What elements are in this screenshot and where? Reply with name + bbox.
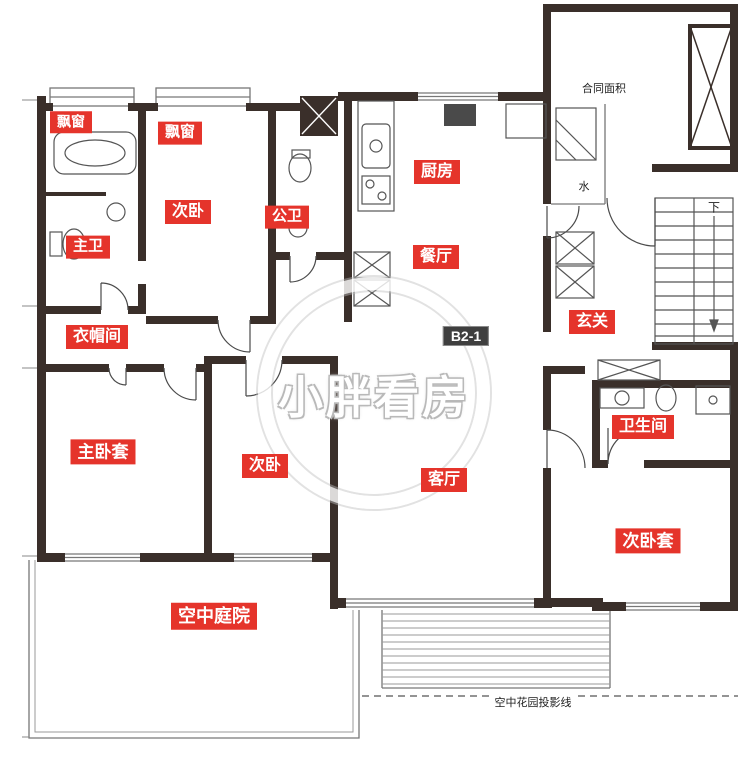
stairs bbox=[654, 197, 734, 345]
room-label-6: 餐厅 bbox=[412, 245, 460, 269]
shaft-cross bbox=[301, 97, 337, 135]
walls bbox=[37, 4, 738, 611]
room-label-11: 客厅 bbox=[420, 468, 468, 492]
room-label-13: 次卧套 bbox=[615, 528, 681, 554]
room-label-1: 飘窗 bbox=[157, 121, 203, 145]
room-label-4: 主卫 bbox=[65, 235, 111, 259]
dimension-ticks bbox=[22, 99, 37, 738]
room-label-0: 飘窗 bbox=[50, 111, 92, 133]
pergola-slats bbox=[382, 613, 610, 685]
room-label-2: 次卧 bbox=[164, 200, 212, 224]
plan-annotation-3: 空中花园投影线 bbox=[491, 694, 575, 710]
room-label-14: 空中庭院 bbox=[171, 602, 257, 630]
room-label-9: 主卧套 bbox=[70, 439, 136, 465]
elevator bbox=[688, 24, 734, 150]
room-label-5: 厨房 bbox=[413, 160, 461, 184]
room-label-3: 公卫 bbox=[264, 205, 310, 229]
room-label-10: 次卧 bbox=[241, 454, 289, 478]
plan-annotation-1: 水 bbox=[578, 181, 590, 193]
unit-number-badge: B2-1 bbox=[442, 326, 490, 346]
fixtures bbox=[49, 100, 731, 415]
room-label-8: 衣帽间 bbox=[65, 325, 129, 349]
room-label-12: 卫生间 bbox=[611, 415, 675, 439]
plan-annotation-0: 合同面积 bbox=[582, 83, 626, 95]
plan-annotation-2: 下 bbox=[707, 200, 721, 215]
thin-lines bbox=[28, 87, 736, 739]
room-label-7: 玄关 bbox=[568, 310, 616, 334]
